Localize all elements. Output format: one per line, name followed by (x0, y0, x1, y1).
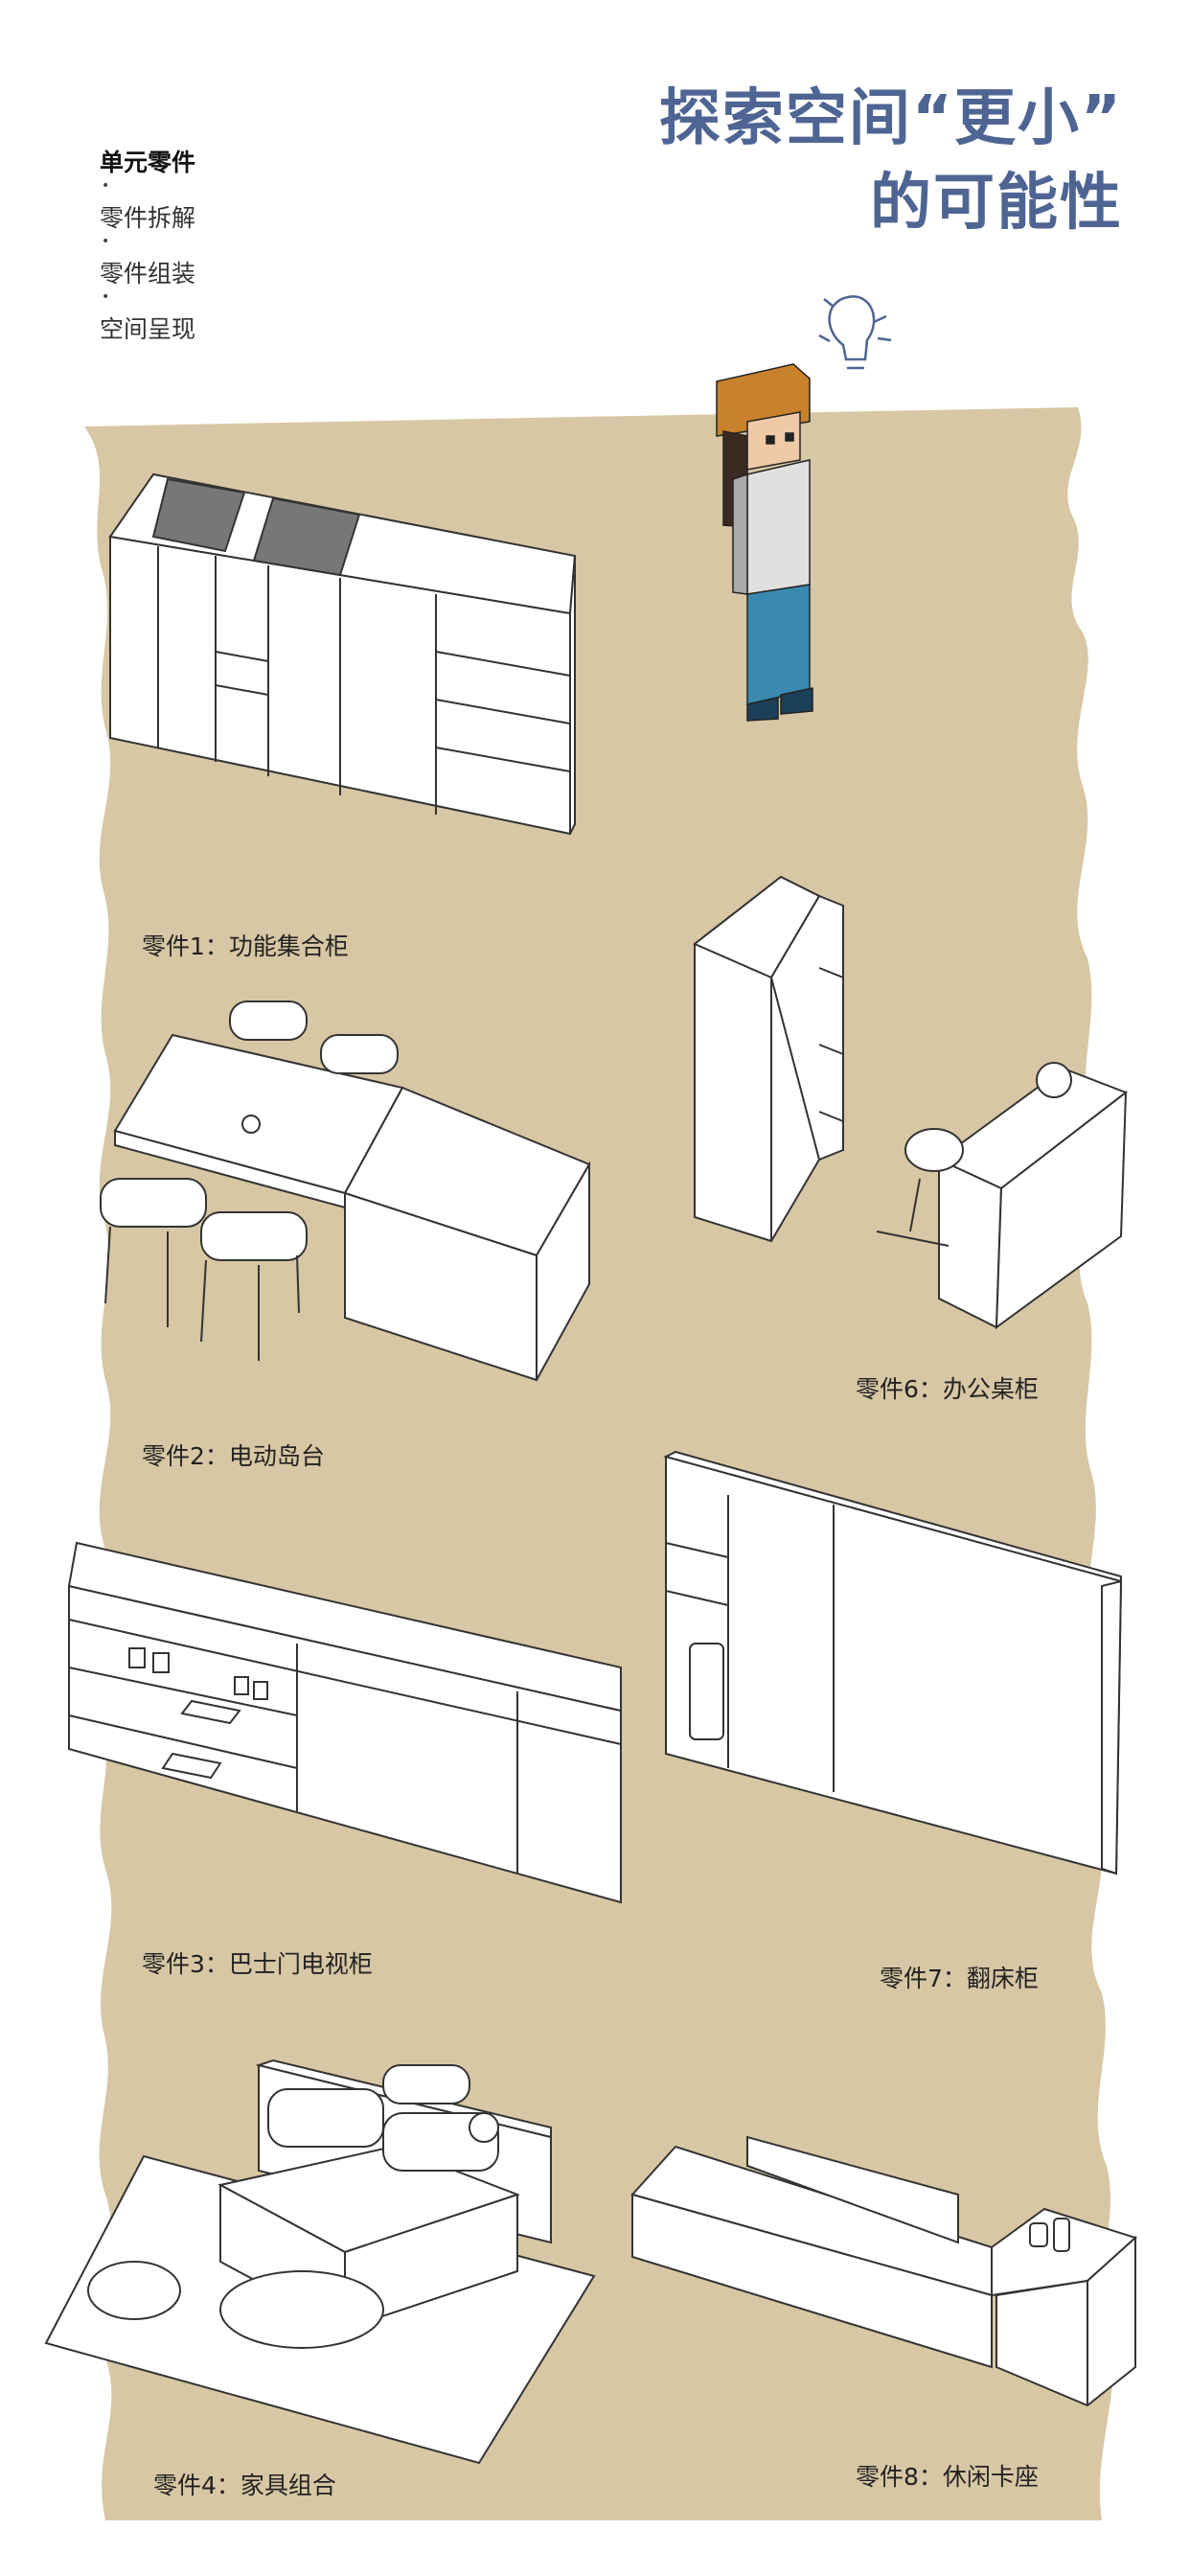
part2-island-drawing (100, 1000, 591, 1382)
part6-caption: 零件6：办公桌柜 (856, 1375, 1039, 1403)
part2-caption: 零件2：电动岛台 (142, 1442, 325, 1470)
page-title-line2: 的可能性 (870, 168, 1123, 239)
part8-booth-drawing (630, 2135, 1137, 2407)
part4-caption: 零件4：家具组合 (153, 2472, 336, 2499)
menu-bullet: • (102, 234, 110, 249)
menu-bullet: • (102, 178, 110, 194)
menu-heading: 单元零件 (100, 149, 196, 176)
part1-caption: 零件1：功能集合柜 (142, 932, 349, 960)
menu-item-presentation: 空间呈现 (100, 315, 196, 343)
page-title-line1: 探索空间“更小” (658, 83, 1123, 154)
part7-bed-cabinet-drawing (663, 1450, 1123, 1875)
part1-cabinet-drawing (108, 472, 577, 836)
part7-caption: 零件7：翻床柜 (880, 1965, 1039, 1992)
part8-caption: 零件8：休闲卡座 (856, 2463, 1039, 2491)
lightbulb-icon (818, 295, 892, 370)
floor-background (84, 407, 1114, 2520)
menu-item-assembly: 零件组装 (100, 260, 196, 288)
part6-office-desk-drawing (693, 875, 1129, 1330)
pixel-character-icon (716, 363, 813, 722)
part3-caption: 零件3：巴士门电视柜 (142, 1950, 373, 1978)
menu-bullet: • (102, 289, 110, 305)
part3-tv-cabinet-drawing (67, 1541, 622, 1904)
menu-item-disassembly: 零件拆解 (100, 204, 196, 232)
part4-furniture-group-drawing (44, 2058, 596, 2465)
